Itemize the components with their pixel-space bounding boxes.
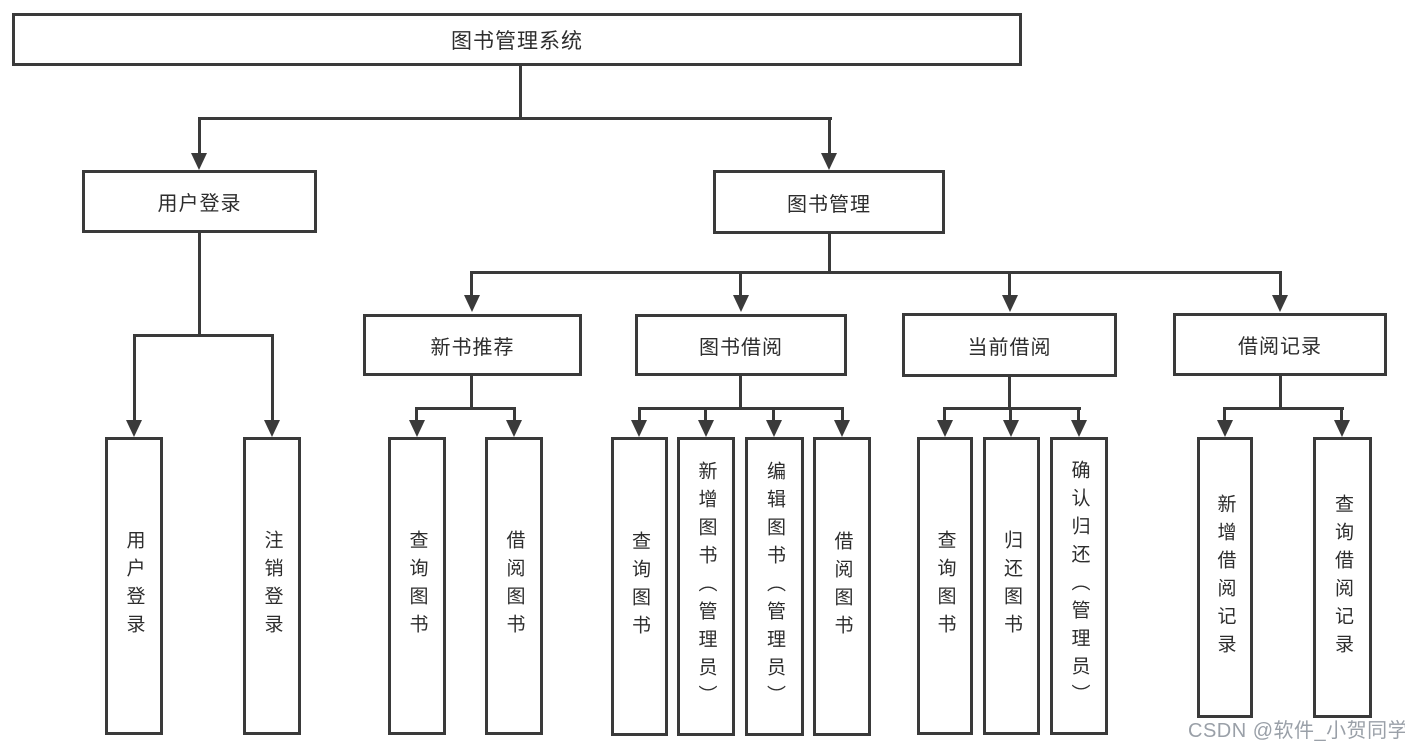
connector-current-drop-3	[1077, 407, 1080, 422]
arrowhead-icon	[821, 153, 837, 170]
node-label: 借阅图书	[503, 530, 525, 642]
leaf-logout: 注销登录	[243, 437, 301, 735]
node-label: 查询借阅记录	[1332, 493, 1353, 662]
arrowhead-icon	[937, 420, 953, 437]
arrowhead-icon	[506, 420, 522, 437]
connector-mgmt-horizontal	[470, 271, 1282, 274]
node-label: 新增图书（管理员）	[695, 460, 717, 713]
node-label: 查询图书	[629, 530, 650, 643]
connector-records-horizontal	[1223, 407, 1344, 410]
connector-borrow-drop-4	[841, 407, 844, 422]
leaf-user-login: 用户登录	[105, 437, 163, 735]
leaf-borrow-add-books-admin: 新增图书（管理员）	[677, 437, 735, 736]
connector-login-horizontal	[133, 334, 274, 337]
node-label: 新增借阅记录	[1214, 493, 1236, 662]
connector-current-drop-2	[1009, 407, 1012, 422]
arrowhead-icon	[1334, 420, 1350, 437]
leaf-current-return-books: 归还图书	[983, 437, 1040, 735]
leaf-borrow-edit-books-admin: 编辑图书（管理员）	[745, 437, 804, 736]
node-label: 用户登录	[157, 193, 242, 215]
node-label: 注销登录	[261, 530, 283, 642]
node-label: 归还图书	[1001, 530, 1022, 642]
node-label: 当前借阅	[967, 336, 1052, 359]
node-label: 借阅图书	[831, 530, 853, 643]
arrowhead-icon	[766, 420, 782, 437]
leaf-records-query-record: 查询借阅记录	[1313, 437, 1372, 718]
connector-current-horizontal	[943, 407, 1081, 410]
connector-borrow-horizontal	[638, 407, 844, 410]
arrowhead-icon	[834, 420, 850, 437]
node-user-login: 用户登录	[82, 170, 317, 233]
arrowhead-icon	[409, 420, 425, 437]
arrowhead-icon	[1002, 295, 1018, 312]
connector-login-drop-2	[271, 334, 274, 422]
arrowhead-icon	[1217, 420, 1233, 437]
connector-records-drop-2	[1340, 407, 1343, 422]
node-new-book-recommend: 新书推荐	[363, 314, 582, 376]
node-label: 借阅记录	[1238, 336, 1322, 358]
arrowhead-icon	[464, 295, 480, 312]
connector-root-stem	[519, 66, 522, 120]
node-label: 确认归还（管理员）	[1068, 460, 1090, 712]
leaf-records-add-record: 新增借阅记录	[1197, 437, 1253, 718]
connector-records-stem	[1279, 376, 1282, 410]
node-label: 用户登录	[123, 530, 145, 642]
leaf-current-query-books: 查询图书	[917, 437, 973, 735]
node-label: 查询图书	[934, 530, 956, 642]
node-current-borrowing: 当前借阅	[902, 313, 1117, 377]
connector-login-stem	[198, 233, 201, 337]
leaf-borrow-query-books: 查询图书	[611, 437, 668, 736]
connector-root-drop-left	[198, 117, 201, 155]
node-book-borrowing: 图书借阅	[635, 314, 847, 376]
arrowhead-icon	[191, 153, 207, 170]
connector-current-stem	[1008, 377, 1011, 410]
arrowhead-icon	[126, 420, 142, 437]
connector-borrow-drop-3	[772, 407, 775, 422]
connector-recommend-drop-1	[415, 407, 418, 422]
node-root-system: 图书管理系统	[12, 13, 1022, 66]
connector-mgmt-drop-3	[1008, 271, 1011, 297]
node-borrow-records: 借阅记录	[1173, 313, 1387, 376]
connector-login-drop-1	[133, 334, 136, 422]
connector-borrow-stem	[739, 376, 742, 410]
leaf-borrow-borrow-books: 借阅图书	[813, 437, 871, 736]
node-label: 查询图书	[406, 530, 428, 642]
node-label: 编辑图书（管理员）	[764, 460, 785, 713]
csdn-watermark: CSDN @软件_小贺同学	[1188, 720, 1405, 742]
arrowhead-icon	[1272, 295, 1288, 312]
connector-records-drop-1	[1223, 407, 1226, 422]
arrowhead-icon	[1071, 420, 1087, 437]
connector-recommend-stem	[470, 376, 473, 410]
connector-mgmt-drop-2	[739, 271, 742, 297]
node-label: 图书借阅	[699, 336, 783, 359]
connector-mgmt-drop-4	[1279, 271, 1282, 297]
connector-current-drop-1	[943, 407, 946, 422]
leaf-current-confirm-return-admin: 确认归还（管理员）	[1050, 437, 1108, 735]
arrowhead-icon	[733, 295, 749, 312]
leaf-recommend-query-books: 查询图书	[388, 437, 446, 735]
node-label: 新书推荐	[430, 336, 515, 359]
connector-recommend-drop-2	[513, 407, 516, 422]
connector-borrow-drop-1	[638, 407, 641, 422]
node-book-management: 图书管理	[713, 170, 945, 234]
connector-mgmt-stem	[828, 234, 831, 274]
leaf-recommend-borrow-books: 借阅图书	[485, 437, 543, 735]
connector-mgmt-drop-1	[470, 271, 473, 297]
connector-root-horizontal	[198, 117, 832, 120]
arrowhead-icon	[631, 420, 647, 437]
node-label: 图书管理系统	[451, 29, 583, 53]
connector-root-drop-right	[828, 117, 831, 155]
arrowhead-icon	[264, 420, 280, 437]
node-label: 图书管理	[787, 193, 871, 216]
arrowhead-icon	[1003, 420, 1019, 437]
connector-borrow-drop-2	[704, 407, 707, 422]
connector-recommend-horizontal	[415, 407, 516, 410]
arrowhead-icon	[698, 420, 714, 437]
